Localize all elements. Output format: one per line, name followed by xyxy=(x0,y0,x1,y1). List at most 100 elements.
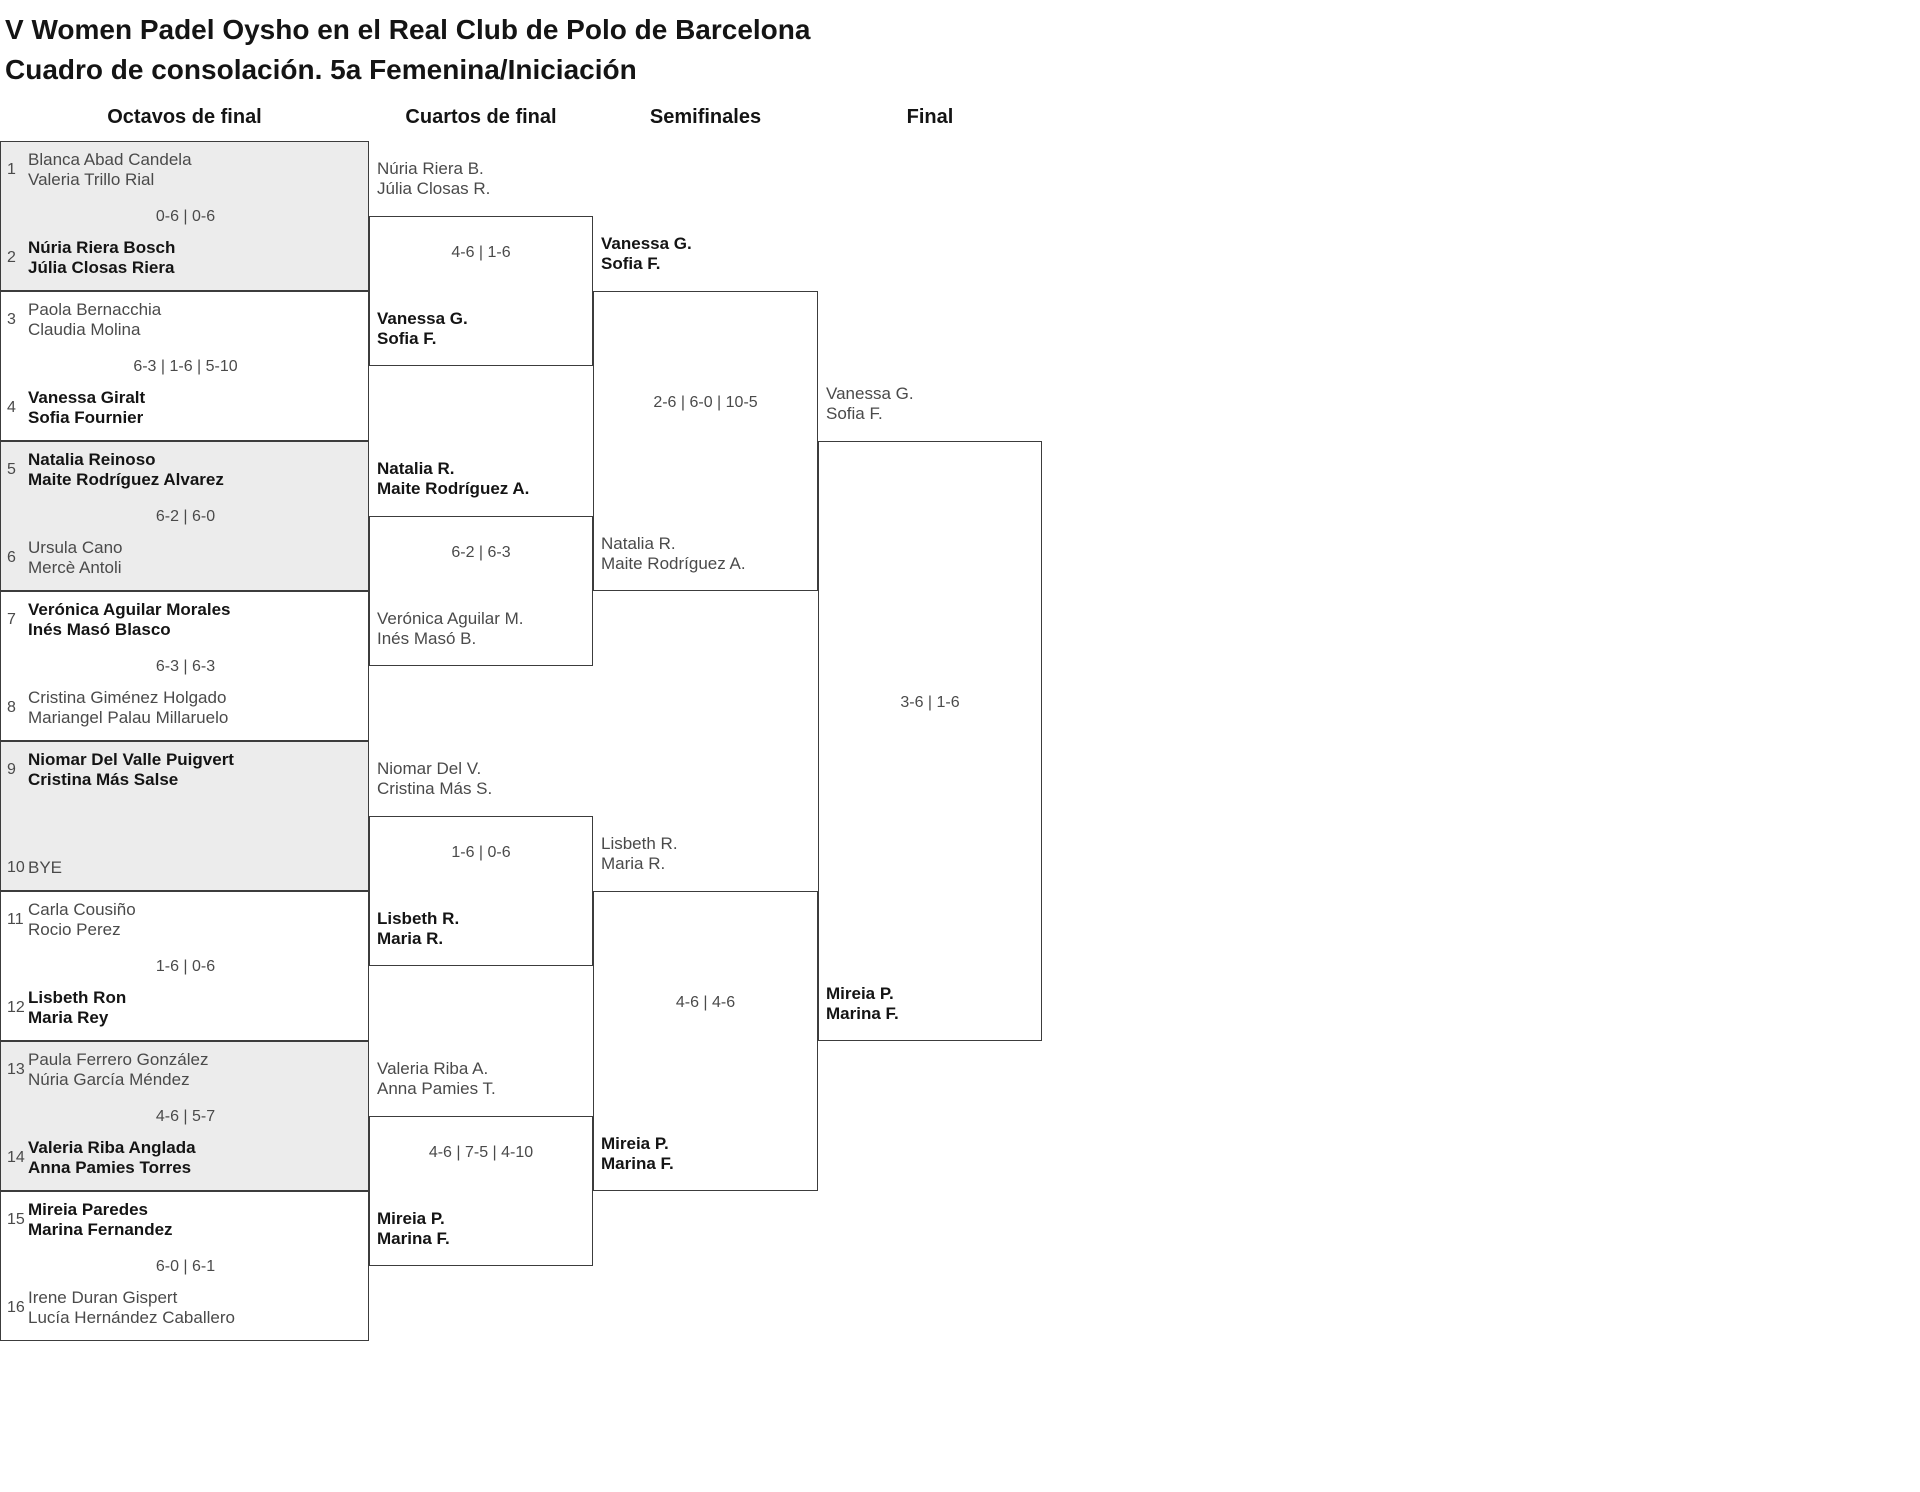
team-name-line: Vanessa G. xyxy=(601,234,692,253)
round-header-cuartos: Cuartos de final xyxy=(405,106,557,128)
team-name-line: Sofia F. xyxy=(377,329,437,348)
match-score: 6-2 | 6-3 xyxy=(451,544,511,561)
team-name-line: Mireia P. xyxy=(377,1209,445,1228)
match-score: 6-3 | 6-3 xyxy=(155,658,216,675)
seed-number: 2 xyxy=(7,249,16,266)
team-name-line: Sofia Fournier xyxy=(28,408,144,427)
team-name-line: Júlia Closas R. xyxy=(377,179,491,198)
team-name-line: Lisbeth R. xyxy=(601,834,678,853)
advancing-team-label: Lisbeth R.Maria R. xyxy=(377,909,459,949)
team-name-line: Cristina Giménez Holgado xyxy=(28,688,227,707)
team-name-line: Ursula Cano xyxy=(28,538,123,557)
team-name-line: Carla Cousiño xyxy=(28,900,136,919)
advancing-team-label: Lisbeth R.Maria R. xyxy=(601,834,678,874)
page-title: V Women Padel Oysho en el Real Club de P… xyxy=(5,10,810,90)
team-name-line: Júlia Closas Riera xyxy=(28,258,175,277)
bracket-subtitle: Cuadro de consolación. 5a Femenina/Inici… xyxy=(5,54,637,85)
team-name-line: Anna Pamies T. xyxy=(377,1079,496,1098)
team-name-line: Vanessa G. xyxy=(377,309,468,328)
team-name-line: Maria R. xyxy=(377,929,444,948)
team-name-line: Vanessa G. xyxy=(826,384,914,403)
team-name-line: Mireia P. xyxy=(826,984,894,1003)
match-score: 2-6 | 6-0 | 10-5 xyxy=(653,394,758,411)
quarterfinal-match-box xyxy=(369,516,593,666)
seed-number: 15 xyxy=(7,1211,25,1228)
advancing-team-label: Niomar Del V.Cristina Más S. xyxy=(377,759,492,799)
team-name-line: Vanessa Giralt xyxy=(28,388,146,407)
seed-number: 16 xyxy=(7,1299,25,1316)
team-name-line: Inés Masó B. xyxy=(377,629,477,648)
team-name-line: Maite Rodríguez A. xyxy=(601,554,746,573)
advancing-team-label: Mireia P.Marina F. xyxy=(601,1134,674,1174)
advancing-team-label: Natalia R.Maite Rodríguez A. xyxy=(377,459,529,499)
team-name-line: Maria R. xyxy=(601,854,666,873)
advancing-team-label: Vanessa G.Sofia F. xyxy=(601,234,692,274)
seed-number: 3 xyxy=(7,311,16,328)
round-header-semifinales: Semifinales xyxy=(649,106,762,128)
advancing-team-label: Vanessa G.Sofia F. xyxy=(377,309,468,349)
tournament-title: V Women Padel Oysho en el Real Club de P… xyxy=(5,14,811,45)
team-name-line: Natalia R. xyxy=(377,459,455,478)
advancing-team-label: Núria Riera B.Júlia Closas R. xyxy=(377,159,490,199)
team-name-line: Maria Rey xyxy=(28,1008,109,1027)
advancing-team-label: Valeria Riba A.Anna Pamies T. xyxy=(377,1059,496,1099)
advancing-team-label: Mireia P.Marina F. xyxy=(826,984,899,1024)
team-name-line: Marina F. xyxy=(601,1154,674,1173)
quarterfinal-match-box xyxy=(369,1116,593,1266)
seed-number: 12 xyxy=(7,999,25,1016)
team-name-line: Mariangel Palau Millaruelo xyxy=(28,708,229,727)
team-name-line: Claudia Molina xyxy=(28,320,141,339)
team-name-line: Cristina Más Salse xyxy=(28,770,179,789)
quarterfinal-match-box xyxy=(369,216,593,366)
advancing-team-label: Natalia R.Maite Rodríguez A. xyxy=(601,534,746,574)
team-name-line: Núria García Méndez xyxy=(28,1070,190,1089)
match-score: 4-6 | 4-6 xyxy=(675,994,736,1011)
team-name-line: Valeria Riba Anglada xyxy=(28,1138,196,1157)
team-name-line: Valeria Riba A. xyxy=(377,1059,489,1078)
team-name-line: Rocio Perez xyxy=(28,920,121,939)
final-match-box xyxy=(818,441,1042,1041)
team-name-line: Niomar Del V. xyxy=(377,759,482,778)
round-header-final: Final xyxy=(906,106,954,128)
team-name-line: Marina F. xyxy=(377,1229,450,1248)
team-name-line: Lisbeth Ron xyxy=(28,988,127,1007)
seed-number: 4 xyxy=(7,399,16,416)
match-score: 4-6 | 5-7 xyxy=(155,1108,216,1125)
team-name-line: Mireia Paredes xyxy=(28,1200,149,1219)
team-name-line: Mercè Antoli xyxy=(28,558,122,577)
team-names: BYE xyxy=(28,858,368,878)
advancing-team-label: Vanessa G.Sofia F. xyxy=(826,384,914,424)
team-name-line: Lisbeth R. xyxy=(377,909,460,928)
team-name-line: Núria Riera B. xyxy=(377,159,484,178)
team-name-line: Núria Riera Bosch xyxy=(28,238,176,257)
match-score: 3-6 | 1-6 xyxy=(900,694,960,711)
team-name-line: BYE xyxy=(28,858,63,877)
team-name-line: Valeria Trillo Rial xyxy=(28,170,155,189)
match-score: 6-2 | 6-0 xyxy=(155,508,216,525)
team-name-line: Inés Masó Blasco xyxy=(28,620,171,639)
